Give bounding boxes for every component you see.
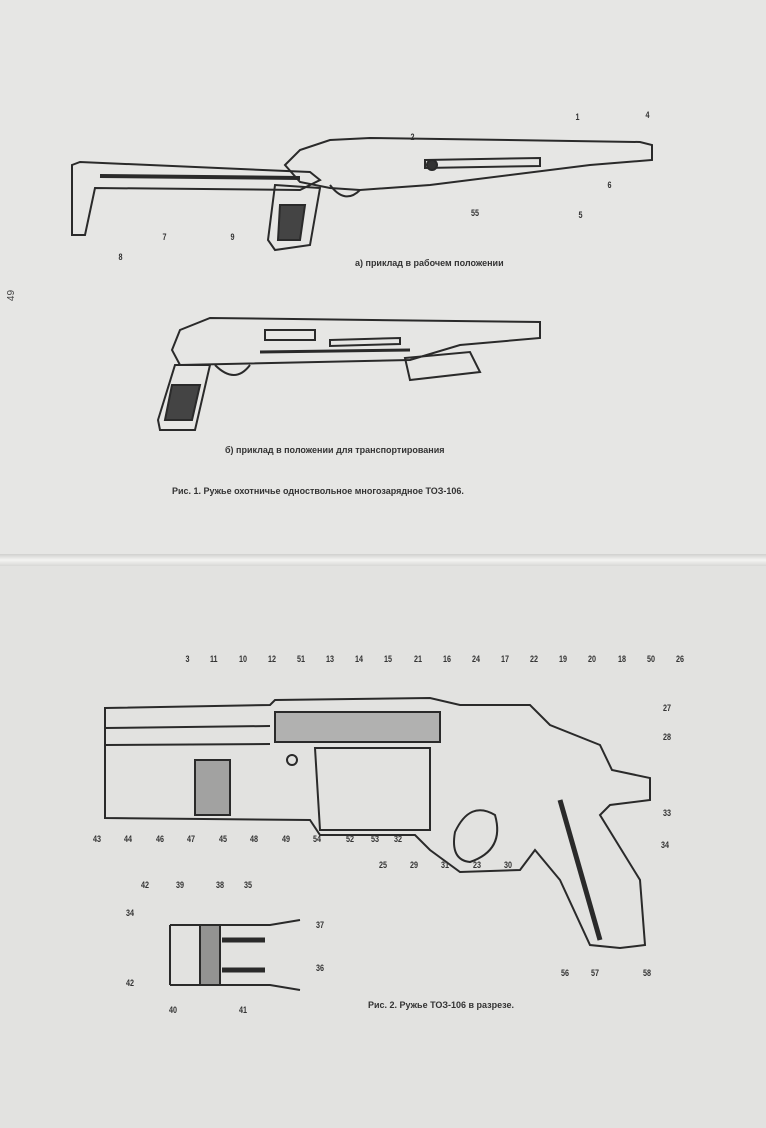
part-label: 45 [218, 834, 227, 844]
part-label: 17 [501, 654, 510, 664]
part-label: 10 [238, 654, 247, 664]
part-label: 44 [124, 834, 133, 844]
part-label: 42 [126, 978, 135, 988]
part-label: 1 [575, 112, 580, 122]
part-label: 2 [410, 132, 415, 142]
rifle-working-position [71, 136, 653, 252]
figure2-caption: Рис. 2. Ружье ТОЗ-106 в разрезе. [368, 1000, 514, 1010]
part-label: 34 [661, 840, 670, 850]
part-label: 33 [663, 808, 672, 818]
part-label: 46 [155, 834, 164, 844]
top-labels: 3 11 10 12 51 13 14 15 21 16 24 17 22 19… [185, 654, 685, 664]
part-label: 23 [472, 860, 481, 870]
part-label: 29 [410, 860, 419, 870]
part-label: 41 [239, 1005, 248, 1015]
part-label: 51 [297, 654, 306, 664]
part-label: 43 [93, 834, 102, 844]
part-label: 6 [607, 180, 612, 190]
bottom-labels-right: 25 29 31 23 30 [378, 860, 513, 870]
part-label: 26 [675, 654, 684, 664]
page-bottom [0, 566, 766, 1128]
figure1-caption: Рис. 1. Ружье охотничье одноствольное мн… [172, 486, 464, 496]
part-label: 30 [503, 860, 512, 870]
part-label: 11 [210, 654, 218, 664]
part-label: 27 [663, 703, 672, 713]
part-label: 39 [176, 880, 185, 890]
part-label: 34 [126, 908, 135, 918]
part-label: 20 [588, 654, 597, 664]
part-label: 32 [394, 834, 403, 844]
page-fold [0, 554, 766, 566]
part-label: 42 [141, 880, 150, 890]
page-top [0, 0, 766, 556]
part-label: 48 [250, 834, 259, 844]
part-label: 21 [413, 654, 422, 664]
caption-b: б) приклад в положении для транспортиров… [225, 445, 445, 455]
rifle-transport-position [156, 316, 541, 431]
part-label: 36 [316, 963, 325, 973]
part-label: 40 [169, 1005, 178, 1015]
part-label: 57 [591, 968, 600, 978]
part-label: 38 [216, 880, 225, 890]
part-label: 13 [326, 654, 335, 664]
part-label: 35 [244, 880, 253, 890]
part-label: 3 [185, 654, 190, 664]
part-label: 50 [646, 654, 655, 664]
part-label: 37 [316, 920, 325, 930]
inset-detail [169, 919, 301, 991]
part-label: 7 [162, 232, 167, 242]
part-label: 5 [578, 210, 583, 220]
part-label: 55 [471, 208, 480, 218]
part-label: 16 [442, 654, 451, 664]
part-label: 4 [645, 110, 650, 120]
part-label: 24 [471, 654, 480, 664]
part-label: 25 [379, 860, 388, 870]
part-label: 9 [230, 232, 235, 242]
part-label: 31 [441, 860, 450, 870]
part-label: 19 [559, 654, 568, 664]
part-label: 58 [643, 968, 652, 978]
part-label: 22 [530, 654, 539, 664]
part-label: 12 [267, 654, 276, 664]
part-label: 56 [561, 968, 570, 978]
part-label: 15 [384, 654, 393, 664]
part-label: 8 [118, 252, 123, 262]
part-label: 28 [663, 732, 672, 742]
part-label: 49 [281, 834, 290, 844]
part-label: 54 [312, 834, 321, 844]
part-label: 47 [187, 834, 196, 844]
part-label: 14 [355, 654, 364, 664]
rifle-cross-section [104, 696, 651, 950]
caption-a: а) приклад в рабочем положении [355, 258, 504, 268]
bottom-labels-left: 43 44 46 47 45 48 49 54 [92, 834, 322, 844]
part-label: 52 [346, 834, 355, 844]
part-label: 18 [617, 654, 626, 664]
part-label: 53 [371, 834, 380, 844]
